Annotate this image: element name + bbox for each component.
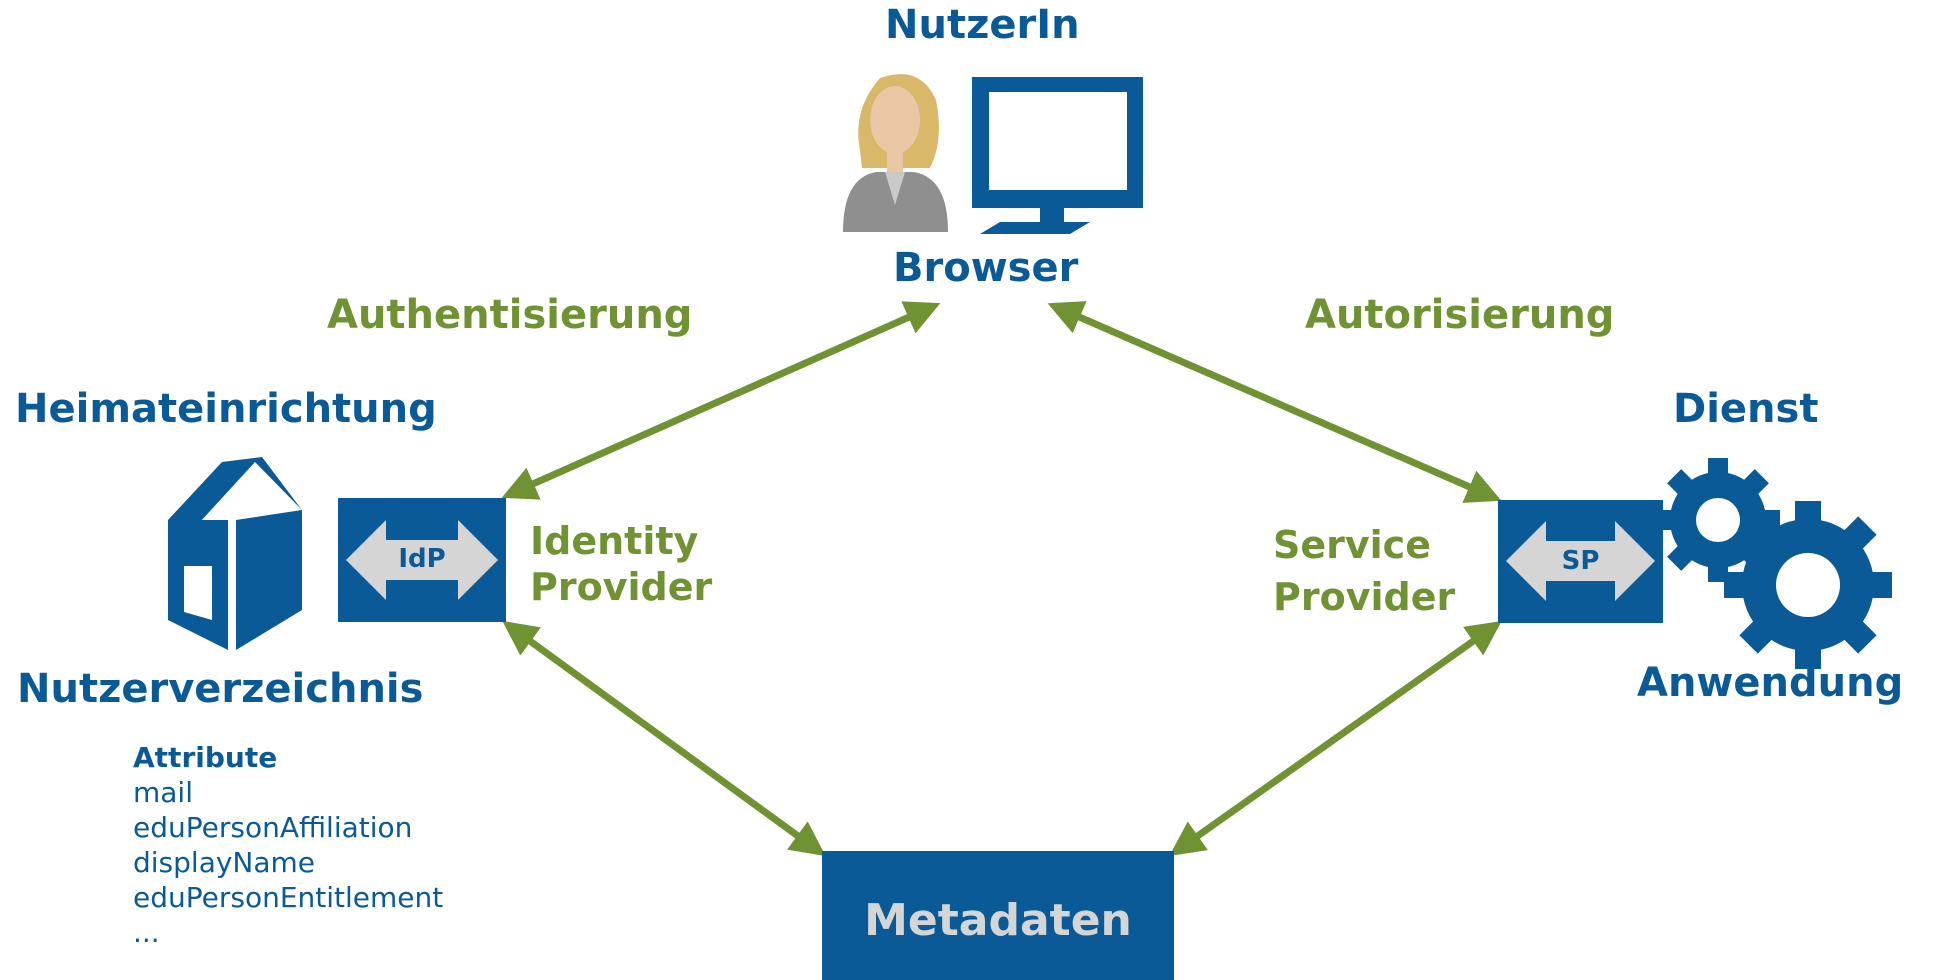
- sp-label-line1: Service: [1273, 523, 1431, 567]
- gears-icon: [1656, 458, 1892, 669]
- sp-box: SP: [1498, 500, 1663, 623]
- authorization-label: Autorisierung: [1305, 292, 1615, 338]
- sp-metadata-arrow: [1169, 620, 1502, 857]
- service-title: Dienst: [1673, 386, 1819, 432]
- idp-metadata-arrow: [502, 620, 826, 857]
- metadata-label: Metadaten: [864, 895, 1132, 946]
- authentication-arrow: [501, 301, 941, 500]
- metadata-box: Metadaten: [822, 851, 1174, 980]
- authorization-arrow: [1047, 301, 1502, 503]
- home-institution-title: Heimateinrichtung: [15, 386, 437, 432]
- attribute-list: Attribute mail eduPersonAffiliation disp…: [133, 740, 443, 950]
- double-arrow-icon: [1506, 521, 1655, 601]
- attribute-item: eduPersonEntitlement: [133, 881, 444, 914]
- attribute-item: ...: [133, 916, 160, 949]
- attribute-heading: Attribute: [133, 741, 278, 774]
- authentication-label: Authentisierung: [327, 292, 693, 338]
- browser-label: Browser: [893, 245, 1079, 291]
- double-arrow-icon: [346, 520, 498, 600]
- house-icon: [168, 457, 302, 650]
- attribute-item: eduPersonAffiliation: [133, 811, 413, 844]
- idp-badge: IdP: [398, 544, 446, 574]
- user-directory-title: Nutzerverzeichnis: [17, 666, 424, 712]
- sp-badge: SP: [1561, 546, 1600, 576]
- user-title: NutzerIn: [885, 2, 1080, 48]
- attribute-item: mail: [133, 776, 193, 809]
- user-icon: [843, 74, 948, 232]
- idp-box: IdP: [338, 498, 506, 622]
- idp-label-line1: Identity: [530, 519, 699, 563]
- computer-monitor-icon: [972, 77, 1143, 234]
- attribute-item: displayName: [133, 846, 316, 879]
- idp-label-line2: Provider: [530, 565, 713, 609]
- application-title: Anwendung: [1637, 660, 1904, 706]
- sp-label-line2: Provider: [1273, 575, 1456, 619]
